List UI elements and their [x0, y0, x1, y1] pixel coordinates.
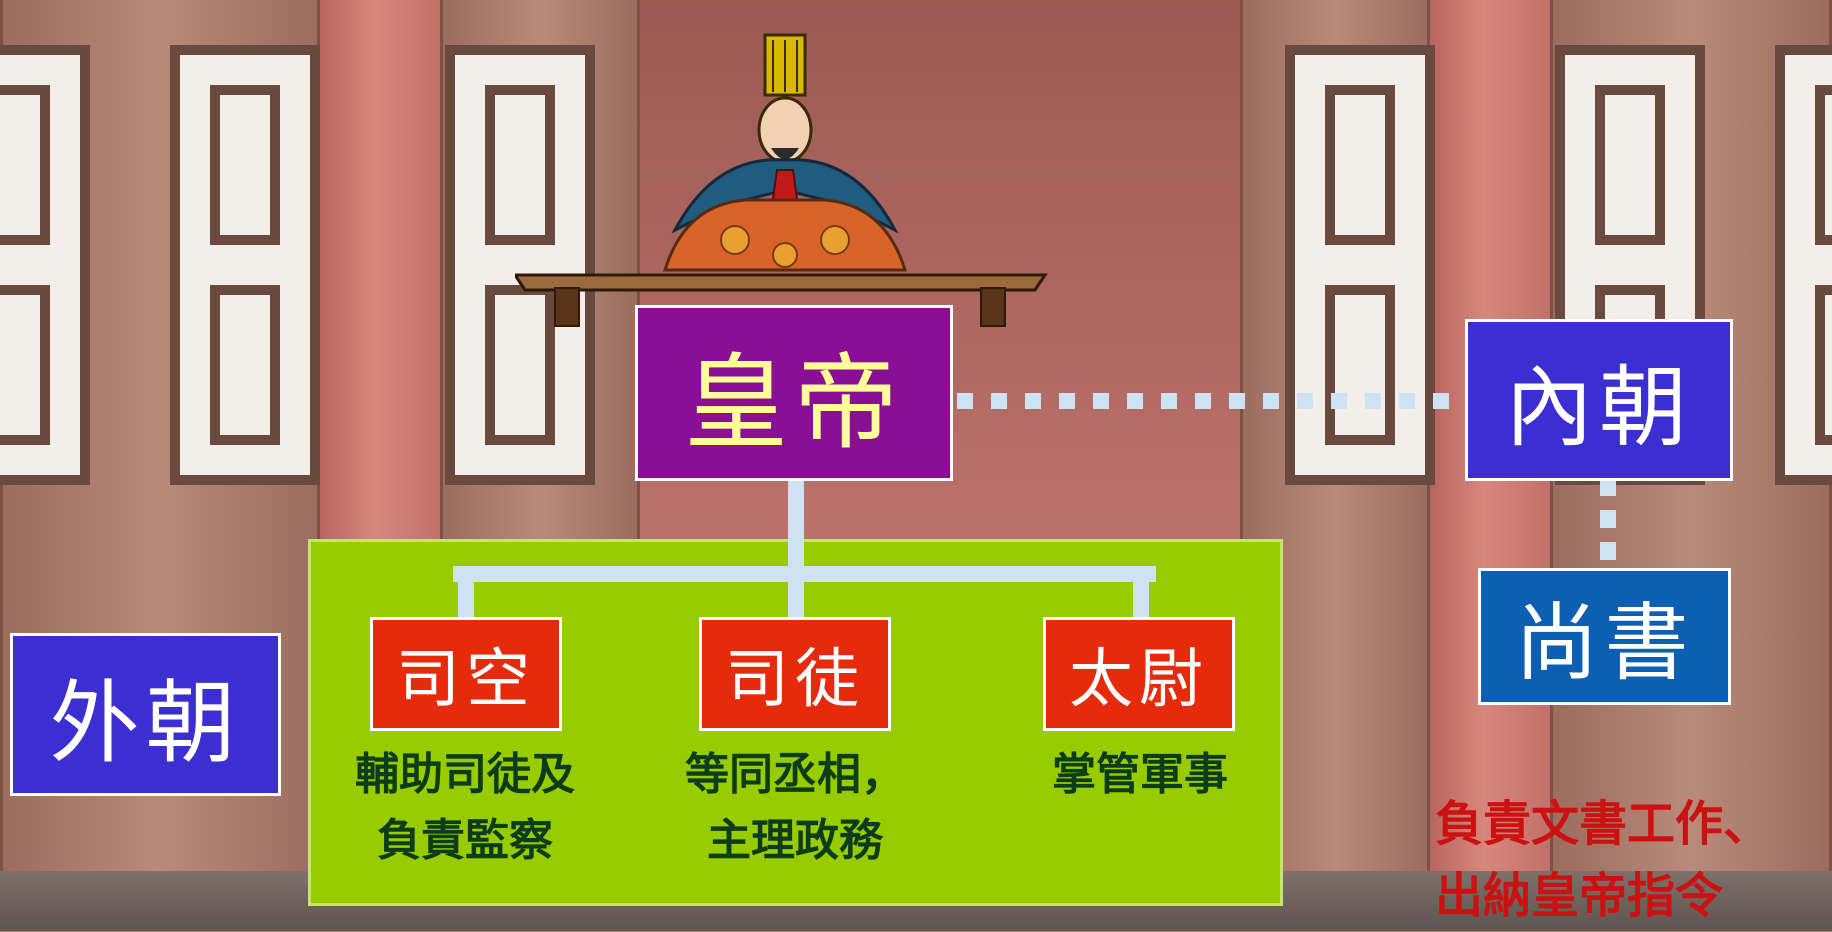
connector-emperor-down — [788, 478, 804, 618]
emperor-box: 皇帝 — [635, 305, 953, 481]
connector-sikong — [458, 566, 474, 618]
outer-court-box: 外朝 — [10, 633, 281, 796]
shangshu-box: 尚書 — [1478, 568, 1731, 705]
office-label: 司徒 — [725, 643, 865, 717]
dotted-connector-inner-shangshu — [1600, 478, 1616, 568]
emperor-label: 皇帝 — [683, 341, 904, 464]
connector-taiwei — [1133, 566, 1149, 618]
office-label: 太尉 — [1069, 643, 1209, 717]
shangshu-label: 尚書 — [1514, 594, 1695, 692]
emperor-figure-icon — [515, 33, 1048, 327]
office-box-sikong: 司空 — [370, 617, 562, 731]
office-desc-sikong: 輔助司徒及 負責監察 — [355, 749, 575, 866]
palace-window-icon — [170, 45, 320, 485]
office-box-taiwei: 太尉 — [1043, 617, 1235, 731]
dotted-connector-emperor-inner — [957, 393, 1457, 409]
outer-court-label: 外朝 — [49, 670, 242, 776]
inner-court-label: 內朝 — [1504, 355, 1693, 459]
inner-court-box: 內朝 — [1465, 319, 1733, 481]
palace-window-icon — [445, 45, 595, 485]
office-label: 司空 — [396, 643, 536, 717]
palace-window-icon — [1285, 45, 1435, 485]
office-box-situ: 司徒 — [699, 617, 891, 731]
connector-horizontal — [453, 566, 1156, 582]
palace-window-icon — [0, 45, 90, 485]
office-desc-situ: 等同丞相， 主理政務 — [685, 749, 905, 866]
palace-window-icon — [1775, 45, 1832, 485]
office-desc-taiwei: 掌管軍事 — [1052, 749, 1228, 800]
shangshu-note: 負責文書工作、 出納皇帝指令 — [1435, 796, 1772, 924]
